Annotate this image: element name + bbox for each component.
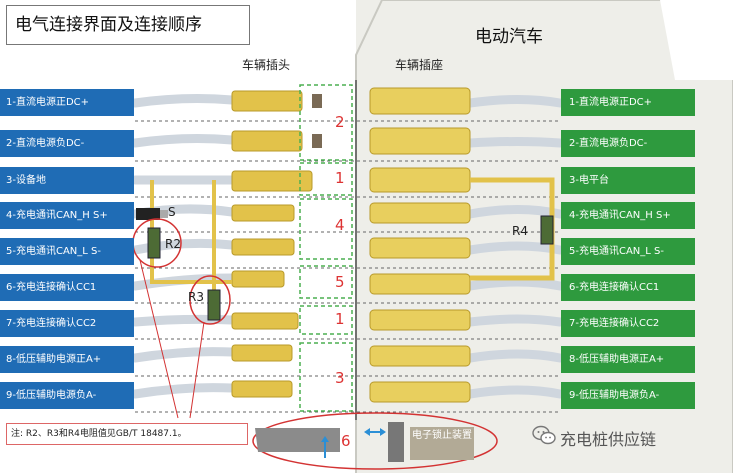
- r3-highlight-circle: [189, 275, 231, 325]
- socket-pin-label: 3-电平台: [561, 167, 695, 194]
- plug-pin-label: 1-直流电源正DC+: [0, 89, 134, 116]
- r4-label: R4: [512, 224, 528, 238]
- plug-pin-label: 9-低压辅助电源负A-: [0, 382, 134, 409]
- seq-box-3: [299, 342, 353, 412]
- socket-pin-label: 5-充电通讯CAN_L S-: [561, 238, 695, 265]
- r3-label: R3: [188, 290, 204, 304]
- plug-latch: [255, 428, 340, 452]
- switch-s: [136, 208, 160, 220]
- sequence-number: 4: [335, 216, 345, 234]
- socket-pin-label: 7-充电连接确认CC2: [561, 310, 695, 337]
- sequence-number: 2: [335, 113, 345, 131]
- socket-pin-label: 2-直流电源负DC-: [561, 130, 695, 157]
- diagram-title: 电气连接界面及连接顺序: [6, 5, 250, 45]
- plug-pin-label: 6-充电连接确认CC1: [0, 274, 134, 301]
- lock-highlight-ellipse: [252, 412, 498, 470]
- sequence-number: 6: [341, 432, 351, 450]
- switch-label: S: [168, 205, 176, 219]
- plug-pin-label: 3-设备地: [0, 167, 134, 194]
- plug-pin-label: 8-低压辅助电源正A+: [0, 346, 134, 373]
- socket-section-label: 车辆插座: [395, 58, 444, 72]
- plug-pin-label: 7-充电连接确认CC2: [0, 310, 134, 337]
- sequence-number: 1: [335, 310, 345, 328]
- sequence-number: 3: [335, 369, 345, 387]
- vehicle-label: 电动汽车: [475, 27, 543, 47]
- resistor-r3: [207, 289, 221, 321]
- socket-pin-label: 1-直流电源正DC+: [561, 89, 695, 116]
- resistor-note: 注: R2、R3和R4电阻值见GB/T 18487.1。: [6, 423, 248, 445]
- plug-pin-label: 4-充电通讯CAN_H S+: [0, 202, 134, 229]
- resistor-r2: [147, 227, 161, 259]
- wechat-icon: [532, 425, 556, 445]
- socket-pin-label: 4-充电通讯CAN_H S+: [561, 202, 695, 229]
- plug-pin-label: 2-直流电源负DC-: [0, 130, 134, 157]
- r2-label: R2: [165, 237, 181, 251]
- resistor-r4: [540, 215, 554, 245]
- lock-pin: [388, 422, 404, 462]
- sequence-number: 1: [335, 169, 345, 187]
- socket-pin-label: 9-低压辅助电源负A-: [561, 382, 695, 409]
- socket-pin-label: 8-低压辅助电源正A+: [561, 346, 695, 373]
- plug-section-label: 车辆插头: [242, 58, 291, 72]
- sequence-number: 5: [335, 273, 345, 291]
- watermark-text: 充电桩供应链: [560, 430, 657, 449]
- vehicle-outline-corner: [660, 0, 733, 80]
- plug-pin-label: 5-充电通讯CAN_L S-: [0, 238, 134, 265]
- seq-box-1-cc2: [299, 305, 353, 335]
- electronic-lock-device: 电子锁止装置: [410, 427, 474, 460]
- socket-pin-label: 6-充电连接确认CC1: [561, 274, 695, 301]
- vehicle-ground-bus: [470, 177, 555, 281]
